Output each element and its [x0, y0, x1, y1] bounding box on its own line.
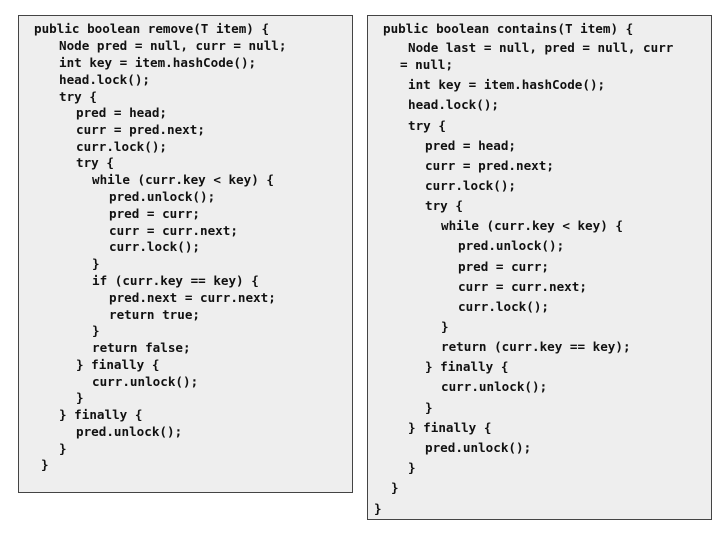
- code-line: try {: [76, 155, 114, 170]
- code-line: pred.unlock();: [458, 238, 565, 253]
- code-line: if (curr.key == key) {: [92, 273, 259, 288]
- code-line: = null;: [400, 57, 454, 72]
- code-line: head.lock();: [59, 72, 150, 87]
- code-line: curr.lock();: [76, 139, 167, 154]
- code-line: } finally {: [76, 357, 160, 372]
- code-line: try {: [425, 198, 463, 213]
- remove-method-code-panel: public boolean remove(T item) { Node pre…: [18, 15, 353, 493]
- code-line: return (curr.key == key);: [441, 339, 631, 354]
- code-line: curr.unlock();: [441, 379, 548, 394]
- code-line: public boolean remove(T item) {: [34, 21, 270, 36]
- code-line: Node pred = null, curr = null;: [59, 38, 287, 53]
- code-line: } finally {: [59, 407, 143, 422]
- code-line: pred.unlock();: [109, 189, 216, 204]
- code-line: return true;: [109, 307, 200, 322]
- code-line: curr = curr.next;: [109, 223, 238, 238]
- code-line: curr = pred.next;: [76, 122, 205, 137]
- code-line: curr.lock();: [458, 299, 549, 314]
- code-line: }: [41, 457, 49, 472]
- code-line: while (curr.key < key) {: [92, 172, 274, 187]
- code-line: public boolean contains(T item) {: [383, 21, 634, 36]
- code-line: pred.unlock();: [425, 440, 532, 455]
- code-line: } finally {: [408, 420, 492, 435]
- code-line: int key = item.hashCode();: [408, 77, 606, 92]
- code-line: curr.unlock();: [92, 374, 199, 389]
- code-line: pred.unlock();: [76, 424, 183, 439]
- code-line: curr = curr.next;: [458, 279, 587, 294]
- code-line: curr.lock();: [109, 239, 200, 254]
- code-line: }: [425, 400, 433, 415]
- code-line: }: [92, 256, 100, 271]
- contains-method-code-panel: public boolean contains(T item) { Node l…: [367, 15, 712, 520]
- code-line: while (curr.key < key) {: [441, 218, 623, 233]
- code-line: pred = curr;: [458, 259, 549, 274]
- code-line: try {: [59, 89, 97, 104]
- code-line: pred = head;: [425, 138, 516, 153]
- code-line: return false;: [92, 340, 191, 355]
- code-line: pred = head;: [76, 105, 167, 120]
- code-line: }: [76, 390, 84, 405]
- code-line: curr = pred.next;: [425, 158, 554, 173]
- code-line: try {: [408, 118, 446, 133]
- code-line: Node last = null, pred = null, curr: [408, 40, 674, 55]
- code-line: }: [441, 319, 449, 334]
- code-line: }: [408, 460, 416, 475]
- code-line: } finally {: [425, 359, 509, 374]
- code-line: }: [391, 480, 399, 495]
- code-line: head.lock();: [408, 97, 499, 112]
- code-line: }: [59, 441, 67, 456]
- code-line: curr.lock();: [425, 178, 516, 193]
- code-line: int key = item.hashCode();: [59, 55, 257, 70]
- code-line: pred.next = curr.next;: [109, 290, 276, 305]
- code-line: }: [92, 323, 100, 338]
- code-line: }: [374, 501, 382, 516]
- code-line: pred = curr;: [109, 206, 200, 221]
